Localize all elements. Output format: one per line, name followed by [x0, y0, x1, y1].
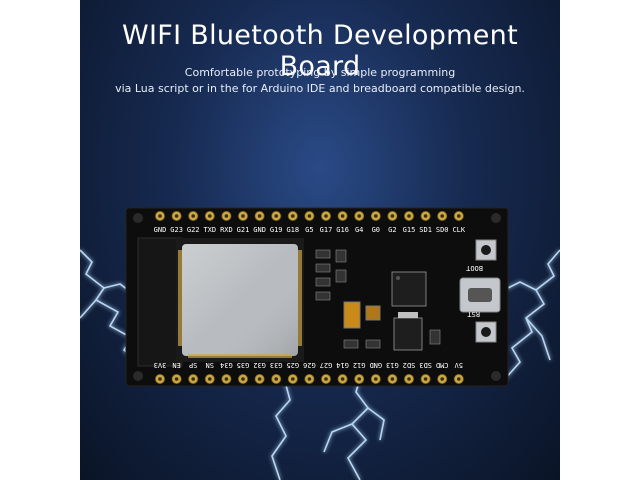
top-pin-hole	[257, 214, 262, 218]
top-pin-label: G18	[286, 226, 299, 234]
top-pin-hole	[324, 214, 328, 218]
top-pin-hole	[241, 214, 245, 218]
top-pin-hole	[390, 214, 395, 218]
bottom-pin-hole	[208, 377, 212, 381]
product-poster: WIFI Bluetooth Development Board Comfort…	[80, 0, 560, 480]
top-pin-hole	[340, 214, 345, 218]
bottom-pin-label: G32	[253, 361, 266, 369]
boot-button-cap	[481, 245, 491, 255]
bottom-pin-label: G27	[320, 361, 333, 369]
top-pin-label: SD1	[419, 226, 432, 234]
bottom-pin-hole	[241, 377, 245, 381]
top-pin-hole	[274, 214, 278, 218]
bottom-pin-hole	[307, 377, 312, 381]
antenna-area	[137, 237, 183, 367]
top-pin-label: G2	[388, 226, 396, 234]
bottom-pin-hole	[423, 377, 428, 381]
page-title: WIFI Bluetooth Development Board	[122, 20, 518, 82]
lightning-right-icon	[503, 249, 560, 381]
top-pin-label: G21	[237, 226, 250, 234]
top-pin-label: G5	[305, 226, 313, 234]
bottom-pin-hole	[440, 377, 445, 381]
top-pin-hole	[357, 214, 362, 218]
bottom-pin-hole	[407, 377, 411, 381]
bottom-pin-label: G35	[237, 361, 250, 369]
top-pin-hole	[307, 214, 312, 218]
top-pin-label: RXD	[220, 226, 233, 234]
tantalum-capacitor	[343, 301, 361, 329]
top-pin-label: G15	[403, 226, 416, 234]
top-pin-hole	[440, 214, 445, 218]
top-pin-hole	[407, 214, 411, 218]
top-pin-label: G23	[170, 226, 183, 234]
bottom-pin-label: EN	[172, 361, 180, 369]
bottom-pin-label: SD2	[403, 361, 416, 369]
bottom-pin-hole	[158, 377, 162, 381]
top-pin-label: SD0	[436, 226, 449, 234]
top-pin-label: G17	[320, 226, 333, 234]
bottom-pin-hole	[340, 377, 345, 381]
bottom-pin-hole	[457, 377, 461, 381]
subtitle-line-2: via Lua script or in the for Arduino IDE…	[115, 82, 525, 95]
smd-components	[315, 249, 441, 349]
bottom-pin-hole	[374, 377, 378, 381]
top-pin-hole	[374, 214, 378, 218]
bottom-pin-label: G14	[336, 361, 349, 369]
bottom-pin-label: SP	[189, 361, 197, 369]
reset-button-cap	[481, 327, 491, 337]
bottom-pin-label: GND	[369, 361, 382, 369]
top-pin-label: G0	[372, 226, 380, 234]
subtitle-line-1: Comfortable prototyping by simple progra…	[184, 66, 456, 79]
bottom-pin-hole	[390, 377, 395, 381]
top-pin-hole	[191, 214, 195, 218]
boot-label: BOOT	[465, 264, 483, 272]
bottom-pin-label: SN	[206, 361, 214, 369]
bottom-pin-label: G26	[303, 361, 316, 369]
top-pin-label: TXD	[203, 226, 216, 234]
bottom-pin-hole	[357, 377, 362, 381]
top-pin-hole	[208, 214, 212, 218]
top-pin-hole	[174, 214, 179, 218]
bottom-pin-label: G12	[353, 361, 366, 369]
mount-hole	[133, 213, 143, 223]
top-pin-hole	[457, 214, 461, 218]
bottom-pin-hole	[324, 377, 328, 381]
voltage-regulator	[393, 317, 423, 351]
mount-hole	[491, 213, 501, 223]
bottom-pin-hole	[174, 377, 179, 381]
top-pin-label: G16	[336, 226, 349, 234]
bottom-pin-label: G25	[286, 361, 299, 369]
bottom-pin-hole	[274, 377, 278, 381]
top-pin-hole	[224, 214, 229, 218]
top-pin-label: GND	[253, 226, 266, 234]
mount-hole	[491, 371, 501, 381]
bottom-pin-label: CMD	[436, 361, 449, 369]
top-pin-label: CLK	[452, 226, 465, 234]
bottom-pin-hole	[257, 377, 262, 381]
bottom-pin-label: SD3	[419, 361, 432, 369]
top-pin-hole	[423, 214, 428, 218]
bottom-pin-label: G13	[386, 361, 399, 369]
mount-hole	[133, 371, 143, 381]
top-pin-label: G4	[355, 226, 363, 234]
bottom-pin-label: 3V3	[154, 361, 167, 369]
bottom-pin-label: G33	[270, 361, 283, 369]
rst-label: RST	[467, 310, 480, 318]
bottom-pin-hole	[224, 377, 229, 381]
top-pin-label: G19	[270, 226, 283, 234]
top-pin-label: GND	[154, 226, 167, 234]
top-pin-hole	[158, 214, 162, 218]
bottom-pin-label: 5V	[454, 361, 463, 369]
bottom-pin-hole	[191, 377, 195, 381]
bottom-pin-hole	[291, 377, 295, 381]
bottom-pin-label: G34	[220, 361, 233, 369]
top-pin-label: G22	[187, 226, 200, 234]
top-pin-hole	[291, 214, 295, 218]
